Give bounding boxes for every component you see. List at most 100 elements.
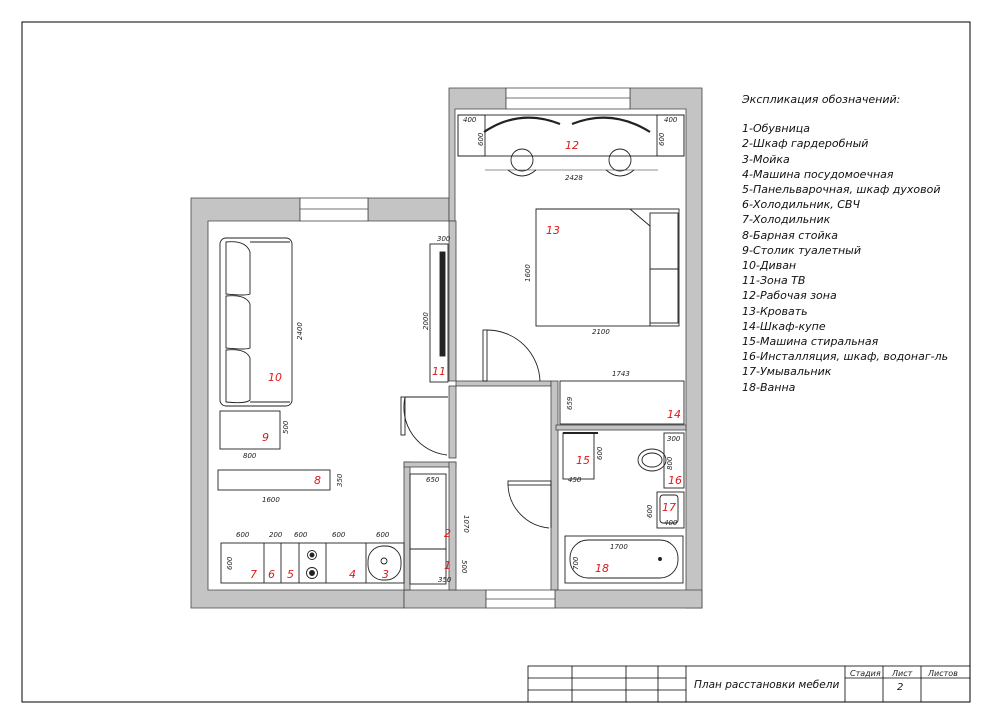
drawing-title: План расстановки мебели [694, 679, 839, 691]
dim-washer-450: 450 [568, 476, 582, 484]
chair-icon [608, 148, 632, 172]
dim-desk-width: 2428 [565, 174, 583, 182]
dim-wardrobe-width: 1743 [612, 370, 630, 378]
dim-bath-height: 700 [572, 556, 580, 570]
legend: Экспликация обозначений: 1-Обувница 2-Шк… [742, 92, 948, 395]
dim-wc-800: 800 [666, 456, 674, 470]
dim-sink-400: 400 [664, 519, 678, 527]
dim-wardrobe-depth: 659 [566, 396, 574, 410]
table-9 [219, 410, 281, 450]
legend-item: 4-Машина посудомоечная [742, 167, 894, 181]
chair-icon [510, 148, 534, 172]
legend-item: 12-Рабочая зона [742, 289, 837, 303]
item-number-8: 8 [314, 474, 321, 487]
dim-hall-350: 350 [438, 576, 452, 584]
dim-bed-width: 2100 [592, 328, 610, 336]
dim-kitchen-5: 600 [376, 531, 390, 539]
item-number-7: 7 [250, 568, 257, 581]
legend-item: 13-Кровать [742, 304, 808, 318]
item-number-4: 4 [349, 568, 356, 581]
legend-item: 15-Машина стиральная [742, 335, 879, 349]
dim-sofa: 2400 [296, 322, 304, 340]
item-number-3: 3 [382, 568, 389, 581]
wardrobe-14 [559, 380, 685, 425]
legend-item: 1-Обувница [742, 122, 810, 136]
title-col-sheet: Лист [891, 669, 913, 678]
item-numbers: 1 2 3 4 5 6 7 8 9 10 11 12 13 14 15 16 1… [250, 139, 682, 581]
dim-bed-height: 1600 [524, 264, 532, 282]
sheet-number: 2 [897, 682, 903, 693]
dim-table9-width: 800 [243, 452, 257, 460]
item-number-6: 6 [268, 568, 275, 581]
dim-kitchen-1: 600 [236, 531, 250, 539]
dim-washer-600: 600 [596, 446, 604, 460]
dim-tv-height: 2000 [422, 312, 430, 330]
dim-desk-right-depth: 600 [658, 132, 666, 146]
windows [299, 87, 631, 609]
sofa-10 [219, 237, 293, 407]
toilet-16 [663, 432, 685, 489]
sheet-frame [21, 21, 971, 703]
item-number-17: 17 [662, 501, 676, 514]
bar-8 [217, 469, 331, 491]
item-number-12: 12 [565, 139, 579, 152]
legend-item: 18-Ванна [742, 380, 796, 394]
walls [190, 87, 703, 609]
tv-11 [429, 243, 449, 383]
dim-hall-500: 500 [460, 560, 468, 574]
legend-list: 1-Обувница 2-Шкаф гардеробный 3-Мойка 4-… [742, 121, 948, 395]
legend-item: 3-Мойка [742, 152, 790, 166]
legend-item: 14-Шкаф-купе [742, 319, 826, 333]
dim-hall-1070: 1070 [462, 515, 470, 533]
dim-bar-width: 1600 [262, 496, 280, 504]
dim-desk-left-depth: 600 [477, 132, 485, 146]
shoe-cabinet-1 [409, 548, 447, 585]
item-number-5: 5 [287, 568, 294, 581]
item-number-1: 1 [444, 559, 451, 572]
legend-item: 11-Зона ТВ [742, 274, 806, 288]
dim-wc-300: 300 [667, 435, 681, 443]
legend-item: 5-Панельварочная, шкаф духовой [742, 183, 941, 197]
title-col-stage: Стадия [850, 669, 881, 678]
item-number-16: 16 [668, 474, 682, 487]
dim-bar-depth: 350 [336, 473, 344, 487]
dim-desk-left: 400 [463, 116, 477, 124]
legend-item: 17-Умывальник [742, 365, 832, 379]
legend-item: 6-Холодильник, СВЧ [742, 198, 861, 212]
legend-item: 9-Столик туалетный [742, 243, 861, 257]
item-number-9: 9 [262, 431, 269, 444]
dim-table9-depth: 500 [282, 420, 290, 434]
item-number-2: 2 [444, 527, 451, 540]
item-number-13: 13 [546, 224, 560, 237]
dim-kitchen-2: 200 [269, 531, 283, 539]
sink-17 [656, 491, 685, 529]
kitchen-counter [220, 542, 405, 584]
item-number-11: 11 [432, 365, 446, 378]
title-col-sheets: Листов [927, 669, 958, 678]
dim-hall-650: 650 [426, 476, 440, 484]
doors [400, 329, 552, 529]
dimensions: 400 400 600 600 2428 1600 2100 1743 659 … [226, 116, 681, 584]
title-block [527, 665, 971, 703]
dim-desk-right: 400 [664, 116, 678, 124]
item-number-18: 18 [595, 562, 609, 575]
legend-item: 8-Барная стойка [742, 228, 839, 242]
legend-item: 7-Холодильник [742, 213, 831, 227]
dim-tv-top: 300 [437, 235, 451, 243]
dim-kitchen-depth: 600 [226, 556, 234, 570]
bath-18 [564, 535, 684, 584]
item-number-15: 15 [576, 454, 590, 467]
item-number-14: 14 [667, 408, 681, 421]
dim-kitchen-4: 600 [332, 531, 346, 539]
dim-kitchen-3: 600 [294, 531, 308, 539]
legend-item: 2-Шкаф гардеробный [742, 137, 869, 151]
wardrobe-2 [409, 473, 447, 550]
legend-item: 10-Диван [742, 259, 797, 273]
item-number-10: 10 [268, 371, 282, 384]
legend-title: Экспликация обозначений: [742, 93, 901, 106]
legend-item: 16-Инсталляция, шкаф, водонаг-ль [742, 350, 949, 364]
furniture [217, 114, 685, 585]
dim-bath-width: 1700 [610, 543, 628, 551]
dim-sink-600: 600 [646, 504, 654, 518]
